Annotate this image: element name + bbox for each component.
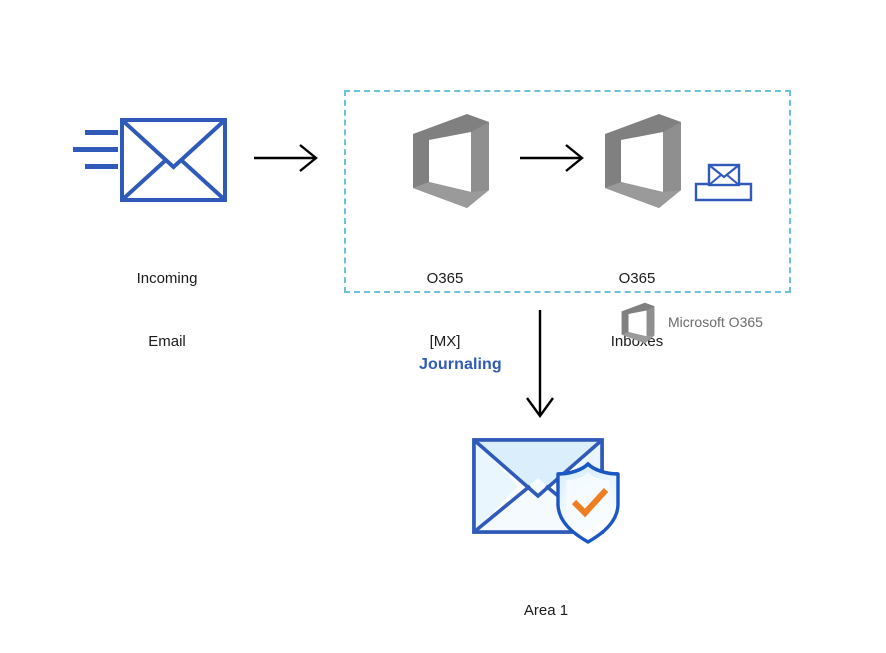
arrow-incoming-to-mx — [252, 142, 324, 174]
incoming-email-label-line2: Email — [148, 333, 186, 350]
legend-label: Microsoft O365 — [668, 314, 763, 330]
inbox-badge — [694, 160, 754, 204]
arrow-inboxes-to-area1 — [524, 306, 560, 424]
inbox-envelope-fold-right — [726, 174, 740, 186]
o365-inboxes-label-line1: O365 — [618, 270, 656, 287]
motion-line-middle — [73, 147, 118, 152]
area1-envelope-left-fill — [474, 440, 518, 532]
office-icon-edge — [663, 122, 681, 192]
o365-mx-label-line1: O365 — [426, 270, 464, 287]
shield-icon — [556, 461, 620, 544]
inbox-tray-icon — [694, 163, 753, 202]
office-365-icon — [413, 114, 489, 208]
office-icon-edge — [471, 122, 489, 192]
shield-top-edge — [557, 461, 619, 476]
o365-boundary-zone — [344, 90, 791, 293]
arrow-head — [299, 144, 318, 172]
area1-node — [466, 430, 636, 550]
o365-mx-node — [405, 110, 497, 212]
office-365-icon — [621, 302, 655, 344]
envelope-fold-right — [178, 157, 227, 202]
journaling-edge-label: Journaling — [419, 356, 502, 373]
area1-envelope-fold-left — [472, 484, 532, 534]
checkmark-icon — [571, 487, 609, 518]
legend-icon-wrapper — [618, 301, 658, 345]
o365-inboxes-node — [597, 110, 689, 212]
office-icon-base — [621, 332, 655, 344]
envelope-icon — [73, 118, 227, 202]
motion-line-bottom — [85, 164, 118, 169]
envelope-flap — [120, 118, 227, 170]
inbox-envelope-fold-left — [708, 174, 722, 186]
incoming-email-label-line1: Incoming — [136, 270, 198, 287]
o365-mx-label-line2: [MX] — [429, 333, 461, 350]
arrow-mx-to-inboxes — [518, 142, 590, 174]
secure-email-shield-icon — [472, 438, 620, 544]
office-icon-page — [628, 310, 647, 337]
office-icon-page — [621, 132, 663, 192]
arrow-head — [526, 397, 554, 419]
incoming-email-label: Incoming Email — [97, 226, 237, 394]
office-icon-base — [605, 182, 681, 208]
area1-envelope-flap — [472, 438, 604, 499]
area1-label-line1: Area 1 — [523, 602, 569, 619]
office-365-icon — [605, 114, 681, 208]
envelope-fold-left — [120, 157, 169, 202]
shield-inner-highlight — [566, 472, 610, 533]
area1-label: Area 1 email security — [465, 558, 627, 653]
office-icon-page — [429, 132, 471, 192]
incoming-email-node — [72, 112, 232, 212]
arrow-head — [565, 144, 584, 172]
o365-mx-label: O365 [MX] — [375, 226, 515, 394]
office-icon-edge — [646, 306, 655, 337]
office-icon-base — [413, 182, 489, 208]
area1-envelope-flap-fill — [474, 440, 602, 496]
inbox-envelope-flap — [708, 164, 740, 179]
motion-line-top — [85, 130, 118, 135]
